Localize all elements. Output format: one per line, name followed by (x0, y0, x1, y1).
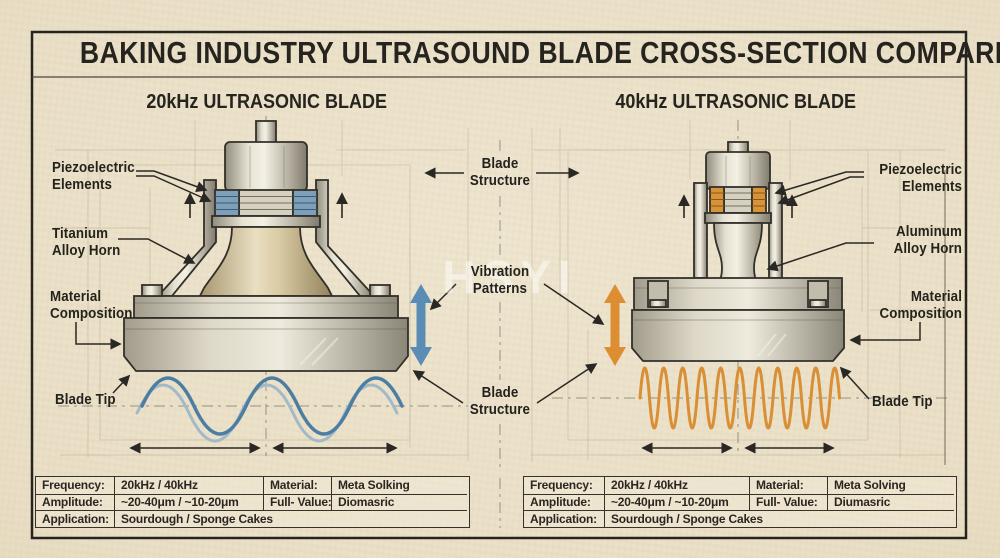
flange-20khz (133, 295, 399, 319)
label-vibration-patterns: Vibration Patterns (470, 264, 530, 298)
bracket-left-20khz (155, 179, 217, 297)
label-blade-tip-left: Blade Tip (55, 392, 116, 408)
spec-table-40khz: Frequency: 20kHz / 40kHz Material: Meta … (523, 476, 957, 528)
watermark: HSYI (442, 251, 578, 303)
piezo-stack-20khz (214, 189, 318, 217)
table-key: Amplitude: (36, 493, 114, 511)
label-piezoelectric-elements-right: Piezoelectric Elements (879, 162, 962, 196)
label-material-composition-right: Material Composition (879, 289, 962, 323)
vibration-arrow-40khz (604, 284, 626, 366)
bolt-right-40khz (809, 299, 827, 308)
label-blade-tip-right: Blade Tip (872, 394, 933, 410)
table-key: Frequency: (42, 478, 105, 493)
leader-lines (75, 167, 921, 404)
heading-40khz: 40kHz ULTRASONIC BLADE (586, 91, 886, 114)
blade-reflection-40khz (757, 333, 787, 357)
mount-plate-20khz (211, 215, 321, 228)
table-key: Application: (36, 510, 114, 527)
vibration-arrow-20khz (410, 284, 432, 366)
piezo-stack-40khz (709, 186, 767, 214)
table-value: Diomasric (331, 493, 467, 511)
housing-right-40khz (768, 182, 783, 279)
transducer-shading-40 (725, 156, 751, 186)
heading-40khz-text: 40kHz ULTRASONIC BLADE (615, 91, 857, 113)
bolt-left-40khz (649, 299, 667, 308)
table-value: 20kHz / 40kHz (604, 477, 749, 494)
table-key: Application: (524, 510, 604, 527)
page-title-text: BAKING INDUSTRY ULTRASOUND BLADE CROSS-S… (79, 35, 1000, 70)
background-grid (55, 120, 945, 462)
table-value: ~20-40μm / ~10-20μm (114, 493, 263, 511)
table-value: Sourdough / Sponge Cakes (114, 510, 467, 527)
table-value: Meta Solving (827, 477, 954, 494)
blade-reflection-20khz (299, 337, 339, 366)
table-key: Full- Value: (749, 493, 827, 511)
label-titanium-alloy-horn: Titanium Alloy Horn (52, 226, 121, 260)
table-key: Frequency: (530, 478, 593, 493)
wave-40khz (638, 366, 841, 430)
frame-border (30, 30, 968, 540)
transducer-20khz (224, 141, 308, 192)
bolt-left-20khz (141, 284, 163, 297)
heading-20khz-text: 20kHz ULTRASONIC BLADE (146, 91, 388, 113)
label-blade-structure-bottom: Blade Structure (469, 385, 531, 419)
table-value: 20kHz / 40kHz (114, 477, 263, 494)
table-value: Meta Solking (331, 477, 467, 494)
wave-20khz (135, 376, 404, 443)
table-key: Material: (263, 477, 331, 494)
blade-20khz-assembly (123, 120, 409, 372)
page-title: BAKING INDUSTRY ULTRASOUND BLADE CROSS-S… (0, 35, 1000, 71)
transducer-40khz (705, 151, 771, 190)
label-material-composition-left: Material Composition (50, 289, 133, 323)
table-value: Sourdough / Sponge Cakes (604, 510, 954, 527)
label-blade-structure-top: Blade Structure (469, 156, 531, 190)
blade-body-40khz (631, 309, 845, 362)
blade-body-20khz (123, 317, 409, 372)
transducer-shading (249, 146, 285, 188)
label-aluminum-alloy-horn: Aluminum Alloy Horn (893, 224, 962, 258)
table-value: ~20-40μm / ~10-20μm (604, 493, 749, 511)
spec-table-20khz: Frequency: 20kHz / 40kHz Material: Meta … (35, 476, 470, 528)
horn-20khz (198, 226, 334, 297)
label-piezoelectric-elements-left: Piezoelectric Elements (52, 160, 135, 194)
bracket-right-20khz (315, 179, 377, 297)
motion-arrows (184, 192, 798, 218)
stem-20khz (255, 120, 277, 145)
table-key: Amplitude: (524, 493, 604, 511)
housing-left-40khz (693, 182, 708, 279)
bolt-right-20khz (369, 284, 391, 297)
mount-plate-40khz (704, 212, 772, 224)
table-value: Diumasric (827, 493, 954, 511)
blade-40khz-assembly (631, 141, 845, 362)
table-key: Material: (749, 477, 827, 494)
heading-20khz: 20kHz ULTRASONIC BLADE (117, 91, 417, 114)
table-key: Full- Value: (263, 493, 331, 511)
